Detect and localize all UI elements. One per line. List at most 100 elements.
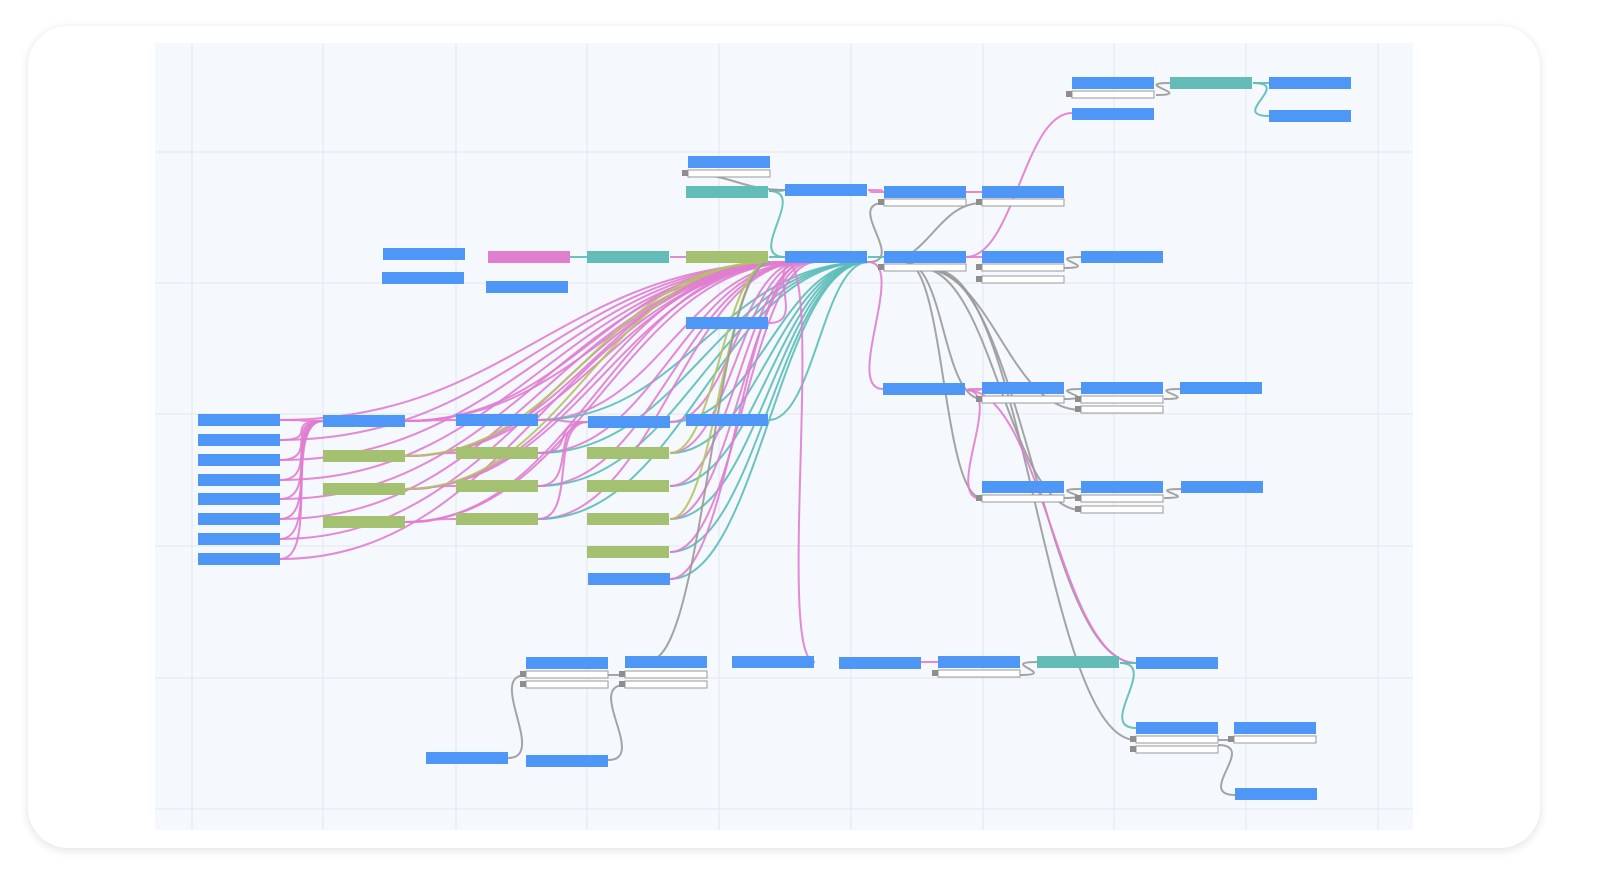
graph-node[interactable] — [588, 573, 670, 585]
graph-node[interactable] — [198, 414, 280, 426]
node-port-field[interactable] — [1233, 735, 1317, 744]
port-handle-icon[interactable] — [520, 681, 526, 687]
graph-node[interactable] — [1181, 481, 1263, 493]
graph-node[interactable] — [323, 450, 405, 462]
graph-node[interactable] — [1180, 382, 1262, 394]
port-handle-icon[interactable] — [976, 276, 982, 282]
node-port-field[interactable] — [687, 169, 771, 178]
graph-node[interactable] — [686, 186, 768, 198]
graph-node[interactable] — [383, 248, 465, 260]
port-handle-icon[interactable] — [1075, 495, 1081, 501]
graph-node[interactable] — [785, 184, 867, 196]
graph-node[interactable] — [982, 382, 1064, 394]
port-handle-icon[interactable] — [878, 264, 884, 270]
graph-node[interactable] — [1081, 481, 1163, 493]
port-handle-icon[interactable] — [1228, 736, 1234, 742]
graph-node[interactable] — [1136, 722, 1218, 734]
graph-node[interactable] — [488, 251, 570, 263]
graph-node[interactable] — [1037, 656, 1119, 668]
port-handle-icon[interactable] — [1130, 746, 1136, 752]
port-handle-icon[interactable] — [520, 671, 526, 677]
graph-node[interactable] — [1235, 788, 1317, 800]
graph-node[interactable] — [198, 434, 280, 446]
graph-node[interactable] — [839, 657, 921, 669]
graph-node[interactable] — [198, 454, 280, 466]
port-handle-icon[interactable] — [1066, 91, 1072, 97]
graph-node[interactable] — [526, 755, 608, 767]
node-port-field[interactable] — [624, 670, 708, 679]
graph-node[interactable] — [884, 251, 966, 263]
graph-node[interactable] — [456, 480, 538, 492]
graph-node[interactable] — [883, 383, 965, 395]
graph-node[interactable] — [686, 414, 768, 426]
port-handle-icon[interactable] — [619, 671, 625, 677]
graph-node[interactable] — [198, 553, 280, 565]
graph-node[interactable] — [198, 474, 280, 486]
graph-node[interactable] — [982, 251, 1064, 263]
graph-node[interactable] — [426, 752, 508, 764]
node-port-field[interactable] — [1080, 494, 1164, 503]
graph-node[interactable] — [198, 493, 280, 505]
port-handle-icon[interactable] — [878, 199, 884, 205]
graph-node[interactable] — [456, 447, 538, 459]
graph-node[interactable] — [456, 513, 538, 525]
graph-node[interactable] — [323, 516, 405, 528]
node-port-field[interactable] — [981, 275, 1065, 284]
graph-node[interactable] — [323, 415, 405, 427]
port-handle-icon[interactable] — [1075, 506, 1081, 512]
port-handle-icon[interactable] — [976, 495, 982, 501]
port-handle-icon[interactable] — [932, 670, 938, 676]
node-port-field[interactable] — [624, 680, 708, 689]
node-port-field[interactable] — [981, 494, 1065, 503]
graph-node[interactable] — [688, 156, 770, 168]
graph-node[interactable] — [1072, 77, 1154, 89]
node-port-field[interactable] — [1080, 405, 1164, 414]
port-handle-icon[interactable] — [682, 170, 688, 176]
node-port-field[interactable] — [525, 680, 609, 689]
graph-node[interactable] — [625, 656, 707, 668]
graph-node[interactable] — [1269, 77, 1351, 89]
node-port-field[interactable] — [981, 198, 1065, 207]
node-port-field[interactable] — [1071, 90, 1155, 99]
graph-node[interactable] — [884, 186, 966, 198]
node-port-field[interactable] — [1080, 505, 1164, 514]
graph-node[interactable] — [1072, 108, 1154, 120]
graph-node[interactable] — [323, 483, 405, 495]
port-handle-icon[interactable] — [1130, 736, 1136, 742]
graph-node[interactable] — [198, 513, 280, 525]
node-port-field[interactable] — [883, 198, 967, 207]
graph-node[interactable] — [587, 447, 669, 459]
graph-node[interactable] — [486, 281, 568, 293]
graph-node[interactable] — [198, 533, 280, 545]
graph-node[interactable] — [982, 186, 1064, 198]
node-port-field[interactable] — [1135, 735, 1219, 744]
graph-node[interactable] — [587, 546, 669, 558]
graph-node[interactable] — [785, 251, 867, 263]
graph-node[interactable] — [982, 481, 1064, 493]
port-handle-icon[interactable] — [619, 681, 625, 687]
graph-node[interactable] — [588, 416, 670, 428]
graph-node[interactable] — [1081, 251, 1163, 263]
graph-node[interactable] — [938, 656, 1020, 668]
port-handle-icon[interactable] — [1075, 396, 1081, 402]
graph-node[interactable] — [526, 657, 608, 669]
node-port-field[interactable] — [1080, 395, 1164, 404]
graph-node[interactable] — [686, 317, 768, 329]
graph-node[interactable] — [456, 414, 538, 426]
node-port-field[interactable] — [981, 395, 1065, 404]
graph-node[interactable] — [587, 251, 669, 263]
graph-node[interactable] — [1170, 77, 1252, 89]
graph-node[interactable] — [1234, 722, 1316, 734]
node-port-field[interactable] — [1135, 745, 1219, 754]
node-port-field[interactable] — [981, 263, 1065, 272]
node-port-field[interactable] — [883, 263, 967, 272]
port-handle-icon[interactable] — [976, 264, 982, 270]
graph-node[interactable] — [732, 656, 814, 668]
node-port-field[interactable] — [937, 669, 1021, 678]
port-handle-icon[interactable] — [976, 396, 982, 402]
graph-node[interactable] — [1081, 382, 1163, 394]
graph-node[interactable] — [587, 480, 669, 492]
graph-node[interactable] — [686, 251, 768, 263]
port-handle-icon[interactable] — [1075, 406, 1081, 412]
